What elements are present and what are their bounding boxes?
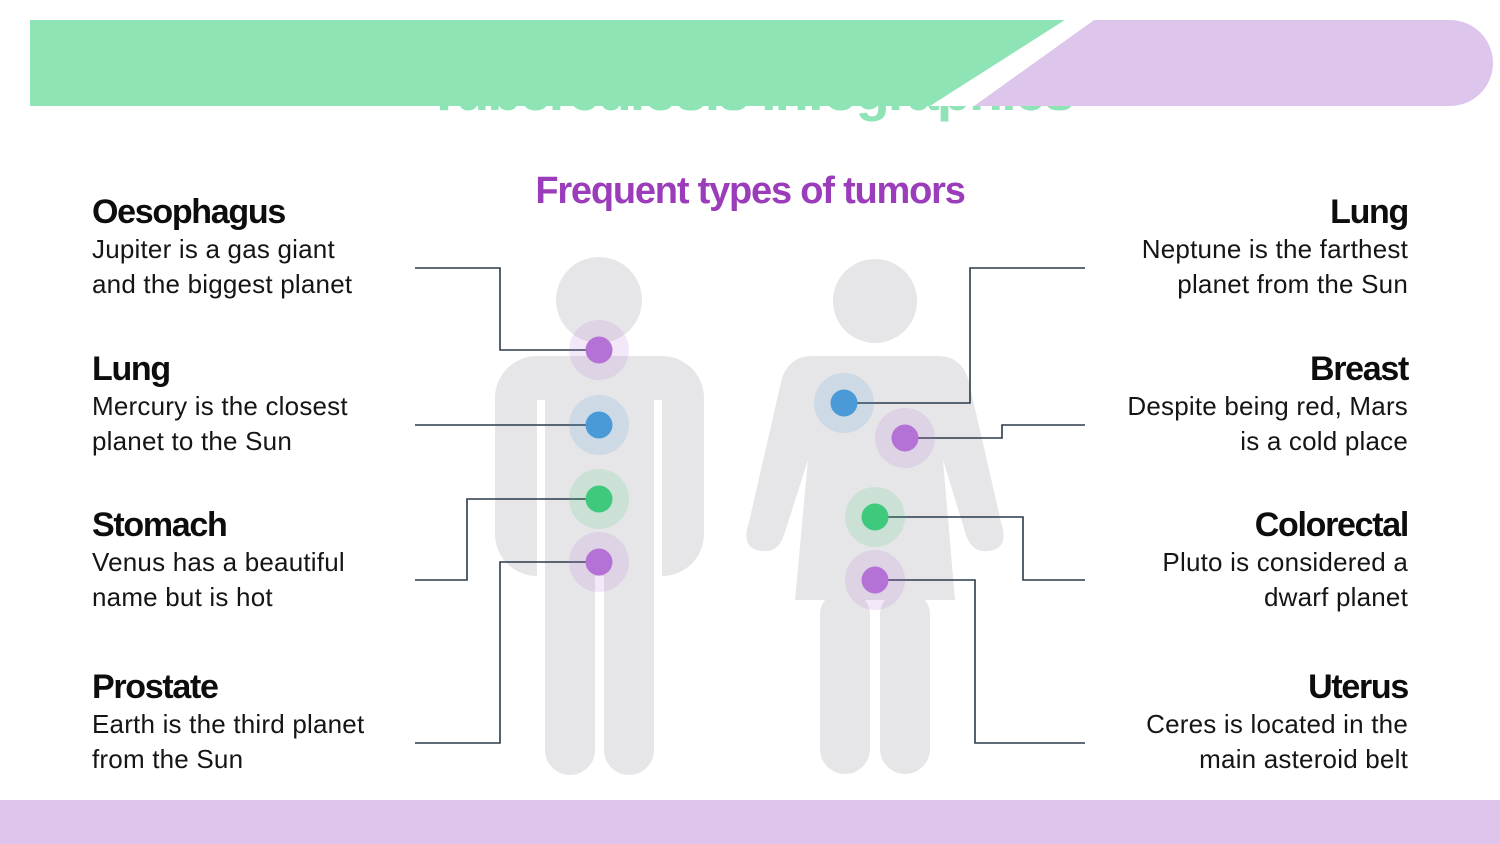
male-figure-icon [495, 257, 704, 775]
label-title: Uterus [1308, 668, 1409, 706]
label-title: Prostate [92, 668, 219, 706]
label-breast: Breast Despite being red, Mars is a cold… [1068, 349, 1409, 459]
label-oesophagus: Oesophagus Jupiter is a gas giant and th… [92, 192, 432, 302]
label-title: Lung [92, 350, 171, 388]
label-desc-line: is a cold place [1240, 426, 1408, 456]
green-header-shape [30, 20, 1065, 106]
label-desc-line: Pluto is considered a [1162, 547, 1408, 577]
connector-lung-right [844, 267, 1085, 404]
subtitle: Frequent types of tumors [535, 170, 966, 212]
label-desc-line: Ceres is located in the [1146, 709, 1408, 739]
marker-prostate [569, 532, 629, 592]
lilac-header-shape [974, 20, 1493, 106]
marker-uterus [845, 550, 905, 610]
marker-lung-right [814, 373, 874, 433]
label-desc-line: Jupiter is a gas giant [92, 234, 335, 264]
label-desc-line: and the biggest planet [92, 269, 353, 299]
label-desc-line: from the Sun [92, 744, 244, 774]
marker-colorectal [845, 487, 905, 547]
male-arm-gaps [537, 400, 662, 576]
marker-breast [875, 408, 935, 468]
header-divider [930, 20, 1094, 106]
connector-stomach [415, 498, 599, 581]
connector-uterus [875, 579, 1085, 744]
marker-lung-left [569, 395, 629, 455]
label-prostate: Prostate Earth is the third planet from … [92, 667, 432, 777]
header-band [30, 20, 1493, 106]
label-desc-line: Mercury is the closest [92, 391, 348, 421]
marker-stomach [569, 469, 629, 529]
connector-prostate [415, 561, 599, 744]
label-desc-line: planet to the Sun [92, 426, 292, 456]
label-lung-left: Lung Mercury is the closest planet to th… [92, 349, 432, 459]
label-desc-line: Neptune is the farthest [1141, 234, 1408, 264]
marker-oesophagus [569, 320, 629, 380]
connector-oesophagus [415, 267, 599, 351]
label-desc-line: name but is hot [92, 582, 273, 612]
label-desc-line: Venus has a beautiful [92, 547, 345, 577]
connector-colorectal [875, 516, 1085, 581]
label-title: Breast [1309, 350, 1409, 388]
label-desc-line: Earth is the third planet [92, 709, 365, 739]
footer-band [0, 800, 1500, 844]
label-desc-line: dwarf planet [1263, 582, 1408, 612]
label-colorectal: Colorectal Pluto is considered a dwarf p… [1068, 505, 1410, 615]
label-uterus: Uterus Ceres is located in the main aste… [1068, 667, 1409, 777]
female-figure-icon [746, 259, 1004, 774]
label-title: Stomach [92, 506, 228, 544]
label-title: Oesophagus [92, 193, 286, 231]
label-desc-line: Despite being red, Mars [1127, 391, 1408, 421]
connector-lines [415, 267, 1085, 744]
label-desc-line: main asteroid belt [1199, 744, 1408, 774]
label-lung-right: Lung Neptune is the farthest planet from… [1068, 192, 1410, 302]
label-stomach: Stomach Venus has a beautiful name but i… [92, 505, 432, 615]
connector-breast [905, 424, 1085, 439]
label-desc-line: planet from the Sun [1177, 269, 1408, 299]
label-title: Lung [1330, 193, 1409, 231]
label-title: Colorectal [1254, 506, 1410, 544]
